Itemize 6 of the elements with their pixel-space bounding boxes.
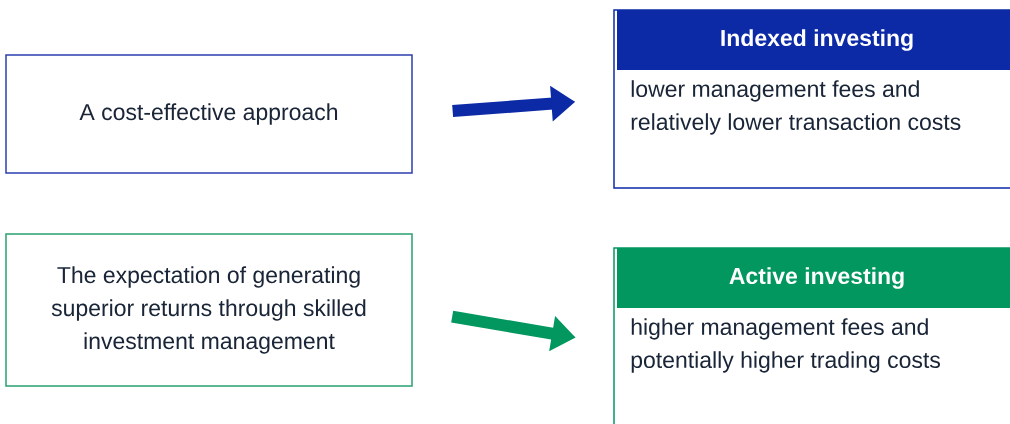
card-header: Indexed investing bbox=[617, 10, 1010, 70]
card-header: Active investing bbox=[617, 248, 1010, 308]
text-box: A cost-effective approach bbox=[5, 54, 413, 174]
card-text: higher management fees and potentially higher trading costs bbox=[631, 318, 940, 373]
text-box: The expectation of generating superior returns through skilled investment management bbox=[5, 233, 413, 387]
card-text: lower management fees and relatively lower transaction costs bbox=[631, 80, 961, 135]
